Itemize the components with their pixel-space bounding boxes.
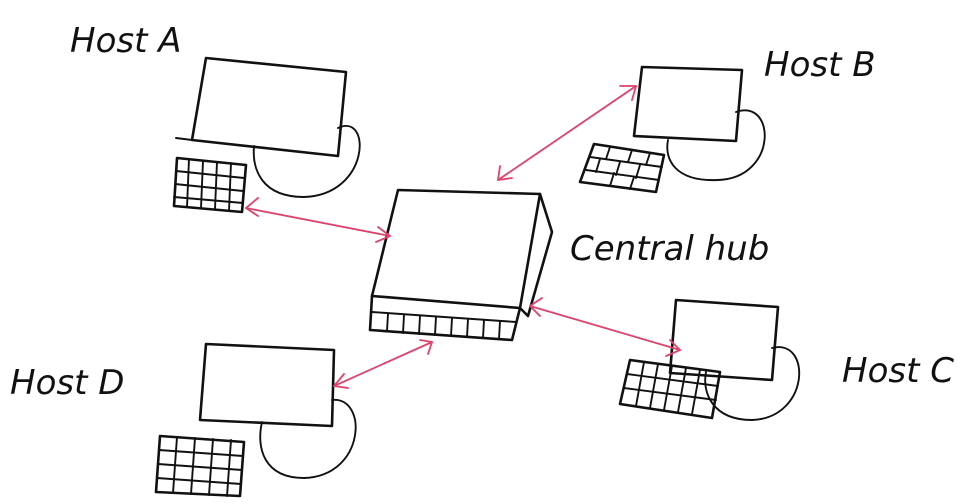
central-hub: Central hub	[368, 188, 769, 342]
host-c-monitor	[668, 298, 780, 382]
host-d-label: Host D	[10, 363, 124, 403]
hub-ports	[386, 313, 501, 340]
hub-top-face	[370, 188, 542, 310]
link-host-a-hub	[245, 197, 391, 243]
hub-front-face	[368, 294, 522, 342]
host-c-keyboard	[618, 358, 722, 420]
link-host-b-hub	[497, 85, 637, 181]
host-a-keyboard	[172, 156, 248, 214]
host-d: Host D	[10, 342, 357, 498]
host-a-label: Host A	[70, 21, 181, 61]
host-d-monitor	[198, 342, 336, 428]
host-b-monitor	[632, 65, 744, 143]
host-a-monitor	[175, 56, 348, 158]
host-a-cable	[252, 125, 361, 198]
hub-port-rail	[371, 311, 517, 323]
host-c-label: Host C	[842, 351, 954, 391]
central-hub-label: Central hub	[570, 229, 769, 269]
host-d-keyboard	[154, 434, 246, 498]
host-c: Host C	[618, 298, 954, 421]
link-host-c-hub	[529, 297, 681, 357]
host-b-label: Host B	[764, 45, 876, 85]
host-d-cable	[259, 399, 357, 479]
hub-side-face	[518, 192, 554, 318]
host-c-cable	[704, 346, 801, 421]
host-b-keyboard	[578, 142, 666, 194]
host-a: Host A	[70, 21, 361, 214]
host-b-cable	[666, 109, 766, 181]
link-host-d-hub	[333, 339, 433, 389]
host-b: Host B	[578, 45, 876, 194]
